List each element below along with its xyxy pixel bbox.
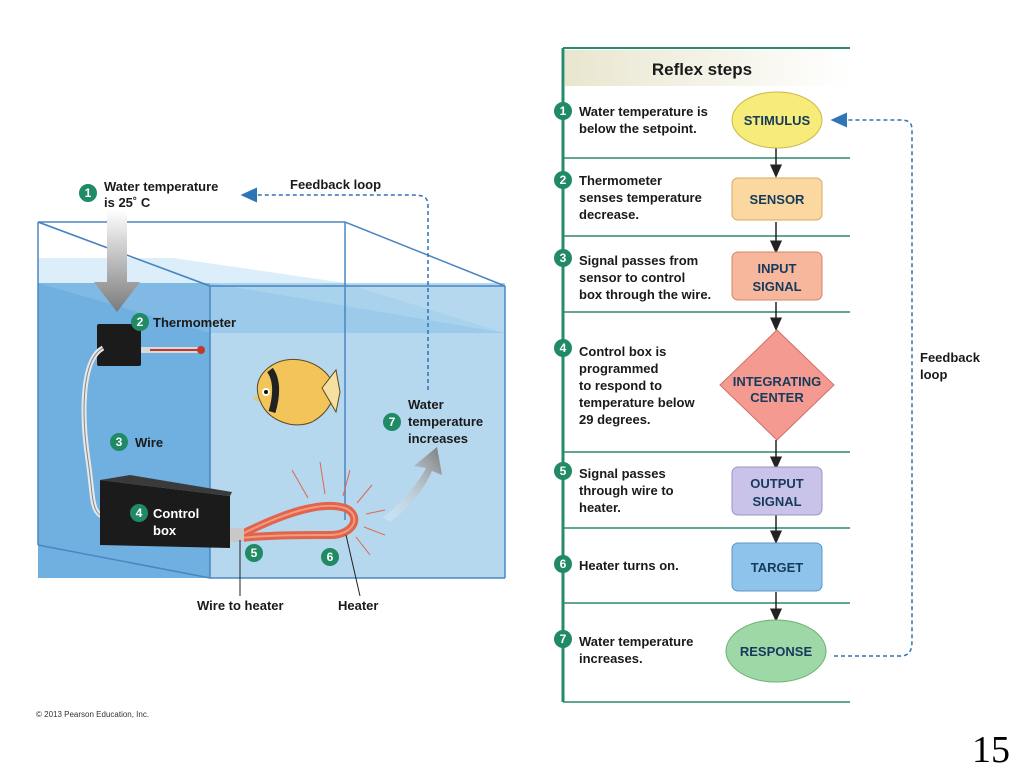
page-number: 15 — [972, 729, 1010, 768]
reflex-step-1: 1 Water temperature is below the setpoin… — [554, 91, 823, 149]
reflex-step-4-text-5: 29 degrees. — [579, 412, 651, 427]
heater-connector — [230, 528, 244, 542]
reflex-feedback-label-line1: Feedback — [920, 350, 981, 365]
reflex-step-2-text-3: decrease. — [579, 207, 639, 222]
reflex-feedback-label-line2: loop — [920, 367, 947, 382]
stimulus-box — [731, 91, 823, 149]
tank-badge-3: 3 — [116, 435, 123, 449]
output-signal-box — [731, 466, 823, 516]
water-increase-label-line2: temperature — [408, 414, 483, 429]
stimulus-label: STIMULUS — [744, 113, 811, 128]
tank-badge-2: 2 — [137, 315, 144, 329]
heat-rays — [291, 461, 386, 556]
thermometer-bulb — [197, 346, 205, 354]
control-box-label-line1: Control — [153, 506, 199, 521]
reflex-step-3-text-1: Signal passes from — [579, 253, 698, 268]
reflex-step-4-text-1: Control box is — [579, 344, 666, 359]
reflex-step-4-text-3: to respond to — [579, 378, 662, 393]
reflex-step-5-badge: 5 — [560, 464, 567, 478]
integrating-center-label-1: INTEGRATING — [733, 374, 822, 389]
temperature-rise-arrow — [383, 447, 442, 522]
control-box — [100, 480, 230, 548]
tank-badge-6: 6 — [327, 550, 334, 564]
tank-feedback-label: Feedback loop — [290, 177, 381, 192]
control-box-label-line2: box — [153, 523, 177, 538]
reflex-title-bar — [565, 50, 850, 86]
reflex-step-4-badge: 4 — [560, 341, 567, 355]
integrating-center-label-2: CENTER — [750, 390, 804, 405]
tank-step1-line1: Water temperature — [104, 179, 218, 194]
output-signal-label-2: SIGNAL — [752, 494, 801, 509]
tank-water-back — [38, 283, 505, 333]
tank-badge-5: 5 — [251, 546, 258, 560]
reflex-step-4-text-4: temperature below — [579, 395, 695, 410]
target-box — [731, 542, 823, 592]
reflex-step-3-text-3: box through the wire. — [579, 287, 711, 302]
response-box — [725, 619, 827, 683]
tank-badges: 1 2 3 4 5 6 7 — [79, 184, 401, 566]
reflex-step-6: 6 Heater turns on. TARGET — [554, 542, 823, 592]
tank-water-surface — [38, 258, 505, 333]
reflex-step-4-text-2: programmed — [579, 361, 659, 376]
reflex-step-3-badge: 3 — [560, 251, 567, 265]
input-signal-label-2: SIGNAL — [752, 279, 801, 294]
tank-badge-1: 1 — [85, 186, 92, 200]
reflex-step-7: 7 Water temperature increases. RESPONSE — [554, 619, 827, 683]
reflex-step-1-text-2: below the setpoint. — [579, 121, 697, 136]
reflex-step-6-text-1: Heater turns on. — [579, 558, 679, 573]
tank-water-side — [210, 283, 505, 578]
wire-label: Wire — [135, 435, 163, 450]
input-signal-box — [731, 251, 823, 301]
reflex-step-5-text-2: through wire to — [579, 483, 674, 498]
thermometer-label: Thermometer — [153, 315, 236, 330]
reflex-feedback-line — [830, 112, 913, 657]
reflex-step-2-text-1: Thermometer — [579, 173, 662, 188]
reflex-step-1-text-1: Water temperature is — [579, 104, 708, 119]
wire-to-heater-label: Wire to heater — [197, 598, 284, 613]
reflex-step-3: 3 Signal passes from sensor to control b… — [554, 249, 823, 302]
tank-step1-line2: is 25˚ C — [104, 195, 151, 210]
tank-badge-7: 7 — [389, 415, 396, 429]
reflex-title: Reflex steps — [652, 60, 752, 79]
reflex-step-2: 2 Thermometer senses temperature decreas… — [554, 171, 823, 222]
output-signal-label-1: OUTPUT — [750, 476, 804, 491]
reflex-step-7-text-2: increases. — [579, 651, 643, 666]
reflex-step-7-badge: 7 — [560, 632, 567, 646]
heat-loss-arrow — [94, 210, 140, 312]
target-label: TARGET — [751, 560, 804, 575]
reflex-step-3-text-2: sensor to control — [579, 270, 685, 285]
reflex-step-5: 5 Signal passes through wire to heater. … — [554, 462, 823, 516]
reflex-step-6-badge: 6 — [560, 557, 567, 571]
tank-illustration: 1 2 3 4 5 6 7 Water temperature is 25˚ C… — [37, 177, 506, 613]
reflex-steps-panel: Reflex steps Feedback loop — [554, 47, 981, 703]
sensor-box — [731, 177, 823, 221]
water-increase-label-line1: Water — [408, 397, 444, 412]
water-increase-label-line3: increases — [408, 431, 468, 446]
reflex-step-2-badge: 2 — [560, 173, 567, 187]
fish — [253, 358, 341, 426]
sensor-label: SENSOR — [750, 192, 806, 207]
reflex-step-7-text-1: Water temperature — [579, 634, 693, 649]
reflex-step-2-text-2: senses temperature — [579, 190, 702, 205]
copyright-notice: © 2013 Pearson Education, Inc. — [36, 710, 149, 719]
integrating-center-box — [719, 329, 835, 441]
reflex-step-1-badge: 1 — [560, 104, 567, 118]
tank-feedback-line — [240, 187, 429, 390]
reflex-step-5-text-1: Signal passes — [579, 466, 666, 481]
tank-badge-4: 4 — [136, 506, 143, 520]
input-signal-label-1: INPUT — [758, 261, 797, 276]
response-label: RESPONSE — [740, 644, 813, 659]
reflex-step-4: 4 Control box is programmed to respond t… — [554, 329, 835, 441]
thermometer-housing — [97, 324, 141, 366]
reflex-step-5-text-3: heater. — [579, 500, 621, 515]
heater-label: Heater — [338, 598, 378, 613]
